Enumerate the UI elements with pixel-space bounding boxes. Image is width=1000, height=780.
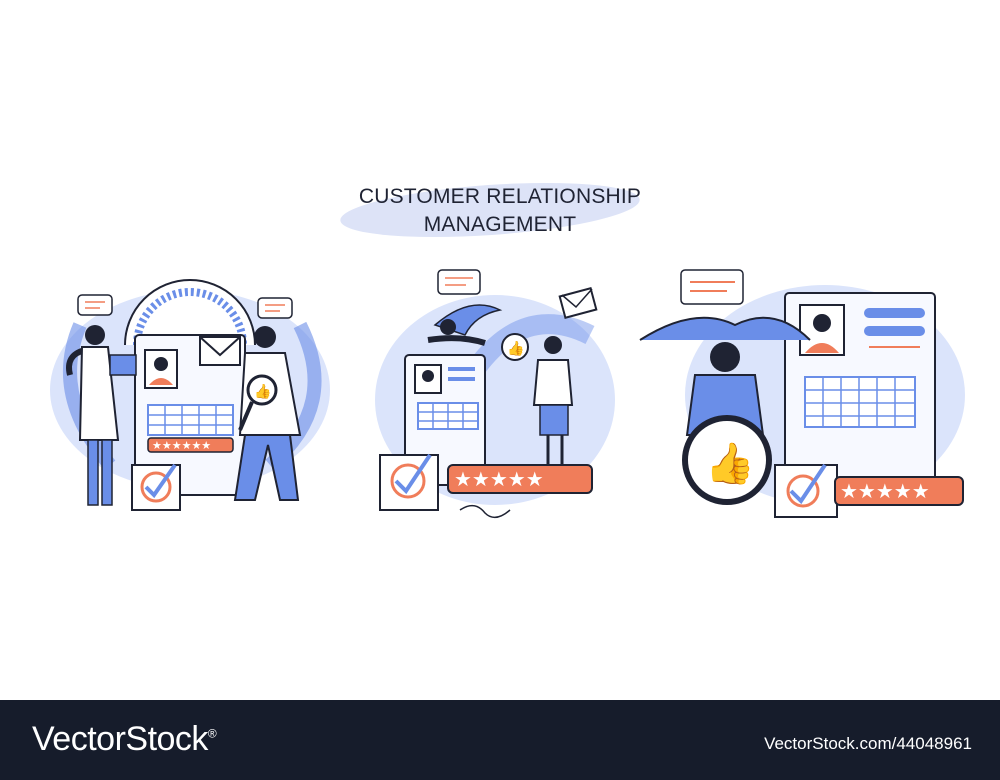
man-with-magnifier: 👍 (233, 326, 302, 501)
title-block: CUSTOMER RELATIONSHIP MANAGEMENT (330, 174, 670, 246)
svg-text:👍: 👍 (507, 340, 524, 357)
checkbox-icon (774, 463, 838, 518)
title-line-2: MANAGEMENT (423, 213, 577, 236)
speech-bubble-icon (680, 269, 744, 305)
svg-text:👍: 👍 (705, 440, 755, 487)
businesswoman (532, 336, 574, 470)
page-title: CUSTOMER RELATIONSHIP MANAGEMENT (330, 183, 670, 239)
watermark-footer: VectorStock® VectorStock.com/44048961 (0, 700, 1000, 780)
scene-flying-woman-and-businesswoman: 👍 (370, 265, 620, 525)
woman-with-tablet (66, 325, 137, 506)
illustration-canvas: CUSTOMER RELATIONSHIP MANAGEMENT (40, 174, 970, 530)
thumbs-up-icon: 👍 (682, 415, 772, 505)
trademark: ® (207, 726, 217, 741)
scene-person-with-thumbs-up-sign: 👍 ★★★★★ (635, 265, 970, 530)
envelope-icon (558, 287, 598, 319)
scene-team-reviewing-profile: ★★★★★★ (40, 265, 340, 525)
calendar-icon (147, 404, 234, 436)
profile-card-icon (144, 349, 178, 389)
title-line-1: CUSTOMER RELATIONSHIP (358, 185, 642, 208)
magnifier-icon (238, 374, 278, 431)
star-rating-icon: ★★★★★ (834, 476, 964, 506)
calendar-icon (804, 376, 916, 428)
gauge-icon (124, 279, 256, 346)
image-url: VectorStock.com/44048961 (764, 734, 972, 753)
flying-woman (427, 304, 503, 346)
svg-text:★★★★★: ★★★★★ (840, 479, 930, 503)
profile-card-icon (799, 304, 925, 356)
speech-bubble-icon (437, 269, 481, 295)
calendar-icon (417, 402, 479, 430)
star-rating-icon: ★★★★★ (447, 464, 593, 494)
envelope-icon (199, 336, 241, 366)
brand-logo: VectorStock® (32, 720, 217, 759)
checkbox-icon (379, 453, 439, 511)
svg-text:★★★★★: ★★★★★ (454, 467, 544, 491)
checkbox-icon (131, 463, 181, 511)
svg-text:★★★★★★: ★★★★★★ (152, 439, 211, 452)
star-rating-icon: ★★★★★★ (147, 437, 234, 453)
speech-bubble-icon (77, 294, 113, 316)
speech-bubble-icon-2 (257, 297, 293, 319)
profile-card-icon (414, 364, 475, 394)
brand-name: VectorStock (32, 720, 208, 758)
thumbs-up-icon: 👍 (254, 383, 271, 400)
thumbs-up-icon: 👍 (501, 333, 529, 361)
